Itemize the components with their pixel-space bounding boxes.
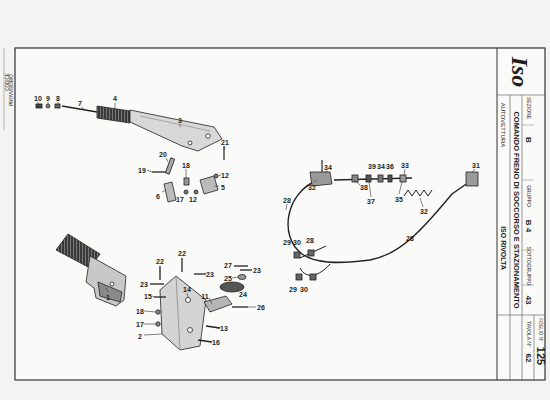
callout-number: 36 [386,163,394,170]
title-block-text: SEZIONE [526,97,531,119]
callout-number: 29 [289,286,297,293]
callout-number: 23 [253,267,261,274]
callout-number: 26 [257,304,265,311]
title-block-text: AUTOVETTURA [500,103,506,148]
title-block-text: GRUPPO [526,185,531,207]
callout-number: 23 [140,281,148,288]
callout-number: 25 [224,275,232,282]
callout-number: 9 [46,95,50,102]
callout-number: 38 [360,184,368,191]
callout-number: 34 [377,163,385,170]
callout-number: 17 [136,321,144,328]
callout-number: 22 [156,258,164,265]
callout-number: 18 [136,308,144,315]
callout-number: 14 [183,286,191,293]
callout-number: 3 [178,117,182,124]
callout-number: 35 [395,196,403,203]
title-block-text: PROVVISORIO [10,74,15,106]
callout-number: 8 [56,95,60,102]
callout-number: 18 [182,162,190,169]
callout-number: 17 [176,196,184,203]
callout-number: 27 [224,262,232,269]
callout-number: 32 [308,184,316,191]
title-block-text: B [524,137,532,143]
title-block-text: 62 [524,354,532,363]
title-block-text: B 4 [524,220,532,232]
callout-number: 12 [221,172,229,179]
callout-number: 20 [159,151,167,158]
callout-number: 12 [189,196,197,203]
title-block-text: 125 [535,347,546,365]
callout-number: 13 [220,325,228,332]
callout-number: 16 [212,339,220,346]
callout-number: 34 [324,164,332,171]
callout-number: 28 [283,197,291,204]
callout-number: 19 [138,167,146,174]
callout-number: 31 [472,162,480,169]
title-block-text: SOTTOGRUPPO [526,247,531,286]
callout-number: 32 [420,208,428,215]
callout-number: 30 [293,239,301,246]
title-block-text: Iso [508,57,532,88]
callout-number: 22 [178,250,186,257]
callout-number: 6 [156,193,160,200]
callout-number: 30 [300,286,308,293]
callout-number: 11 [201,293,208,300]
callout-number: 37 [367,198,375,205]
callout-number: 4 [113,95,117,102]
callout-number: 10 [34,95,42,102]
title-block-text: TAVOLA N° [526,321,531,347]
callout-number: 24 [239,291,247,298]
callout-number: 39 [368,163,376,170]
callout-number: 2 [138,333,142,340]
callout-number: 5 [221,184,225,191]
callout-number: 28 [306,237,314,244]
sheet-title: COMANDO FRENO DI SOCCORSO E STAZIONAMENT… [512,111,520,308]
callout-number: 29 [283,239,291,246]
callout-number: 7 [78,100,82,107]
title-block-text: ISO RIVOLTA [500,226,507,270]
callout-number: 1 [106,294,110,301]
callout-number: 15 [144,293,152,300]
callout-number: 33 [401,162,409,169]
title-block-text: FOGLIO N° [538,318,543,341]
callout-number: 23 [206,271,214,278]
callout-number: 21 [221,139,229,146]
title-block-text: 43 [524,296,532,305]
callout-number: 28 [406,235,414,242]
